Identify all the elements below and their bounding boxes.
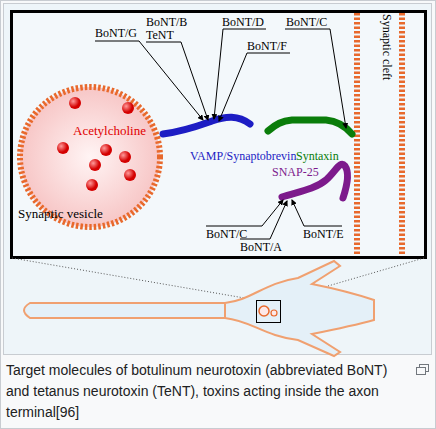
toxin-label: BoNT/A [240, 241, 282, 255]
acetylcholine-molecule [100, 144, 112, 156]
protein-label: VAMP/Synaptobrevin [190, 150, 296, 164]
acetylcholine-molecule [89, 159, 101, 171]
figure-caption: Target molecules of botulinum neurotoxin… [6, 360, 410, 423]
toxin-label: BoNT/F [247, 40, 287, 54]
acetylcholine-molecule [122, 102, 134, 114]
acetylcholine-molecule [119, 151, 131, 163]
enlarge-icon-rect [417, 368, 426, 375]
toxin-label: BoNT/C [286, 16, 327, 30]
toxin-label: BoNT/G [95, 27, 137, 41]
enlarge-icon [417, 365, 429, 375]
vesicle-name-label: Synaptic vesicle [18, 207, 103, 222]
leader-line [206, 200, 283, 226]
toxin-label: BoNT/C [206, 228, 247, 242]
toxin-label: BoNT/B [146, 16, 187, 30]
protein-label: SNAP-25 [272, 166, 319, 180]
axon [24, 303, 232, 318]
vesicle-content-label: Acetylcholine [73, 124, 146, 139]
synaptic-vesicle: AcetylcholineSynaptic vesicle [16, 83, 164, 231]
leader-line [285, 29, 346, 128]
zoom-line [12, 258, 256, 300]
acetylcholine-molecule [124, 169, 136, 181]
leader-line [146, 42, 208, 120]
protein-label: Syntaxin [296, 150, 339, 164]
toxin-label: BoNT/D [222, 16, 264, 30]
axon-terminal [225, 261, 374, 356]
leader-line [292, 200, 342, 226]
mini-vesicle [271, 310, 277, 316]
zoom-frame [12, 12, 426, 258]
vesicle-membrane [20, 87, 160, 227]
leader-line [219, 53, 290, 121]
vamp-protein [163, 117, 250, 134]
postsynaptic-membrane [399, 13, 405, 256]
acetylcholine-molecule [69, 97, 81, 109]
toxin-label: TeNT [146, 29, 174, 43]
acetylcholine-molecule [86, 179, 98, 191]
region-label: Synaptic cleft [379, 14, 393, 80]
mini-vesicle [259, 306, 269, 316]
acetylcholine-molecule [57, 142, 69, 154]
syntaxin-protein [268, 120, 352, 134]
zoom-box [257, 301, 281, 323]
toxin-label: BoNT/E [303, 228, 344, 242]
